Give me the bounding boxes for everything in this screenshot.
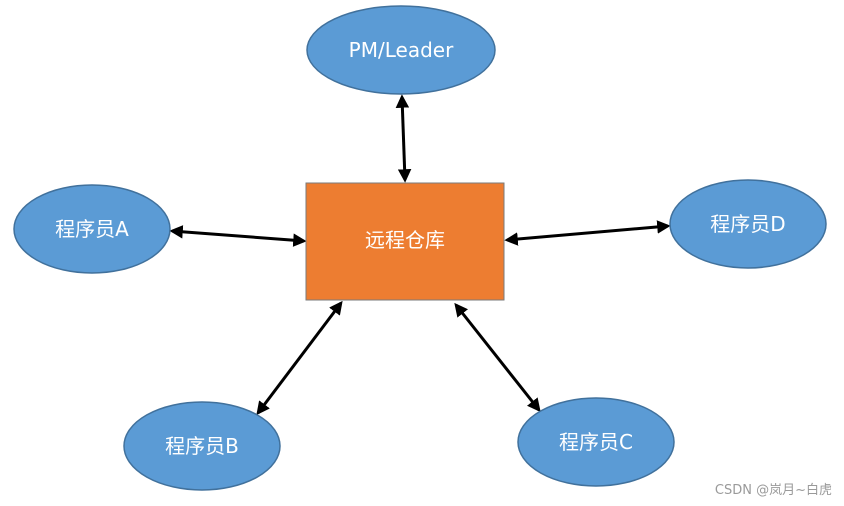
arrow-pm-repo (395, 94, 412, 183)
node-remote-repo: 远程仓库 (305, 182, 505, 301)
node-pm-leader-label: PM/Leader (349, 38, 454, 62)
node-dev-d: 程序员D (669, 179, 827, 269)
arrow-dev-a-repo (169, 225, 307, 247)
arrow-dev-d-repo (504, 220, 671, 246)
node-dev-b: 程序员B (123, 401, 281, 491)
node-dev-a: 程序员A (13, 184, 171, 274)
node-dev-a-label: 程序员A (55, 217, 129, 241)
node-pm-leader: PM/Leader (306, 5, 496, 95)
arrow-dev-c-repo (454, 302, 541, 413)
node-remote-repo-label: 远程仓库 (365, 228, 445, 252)
node-dev-d-label: 程序员D (710, 212, 785, 236)
node-dev-c: 程序员C (517, 397, 675, 487)
node-dev-c-label: 程序员C (559, 430, 633, 454)
csdn-watermark: CSDN @岚月~白虎 (714, 483, 832, 498)
arrow-dev-b-repo (256, 300, 343, 416)
node-dev-b-label: 程序员B (165, 434, 239, 458)
